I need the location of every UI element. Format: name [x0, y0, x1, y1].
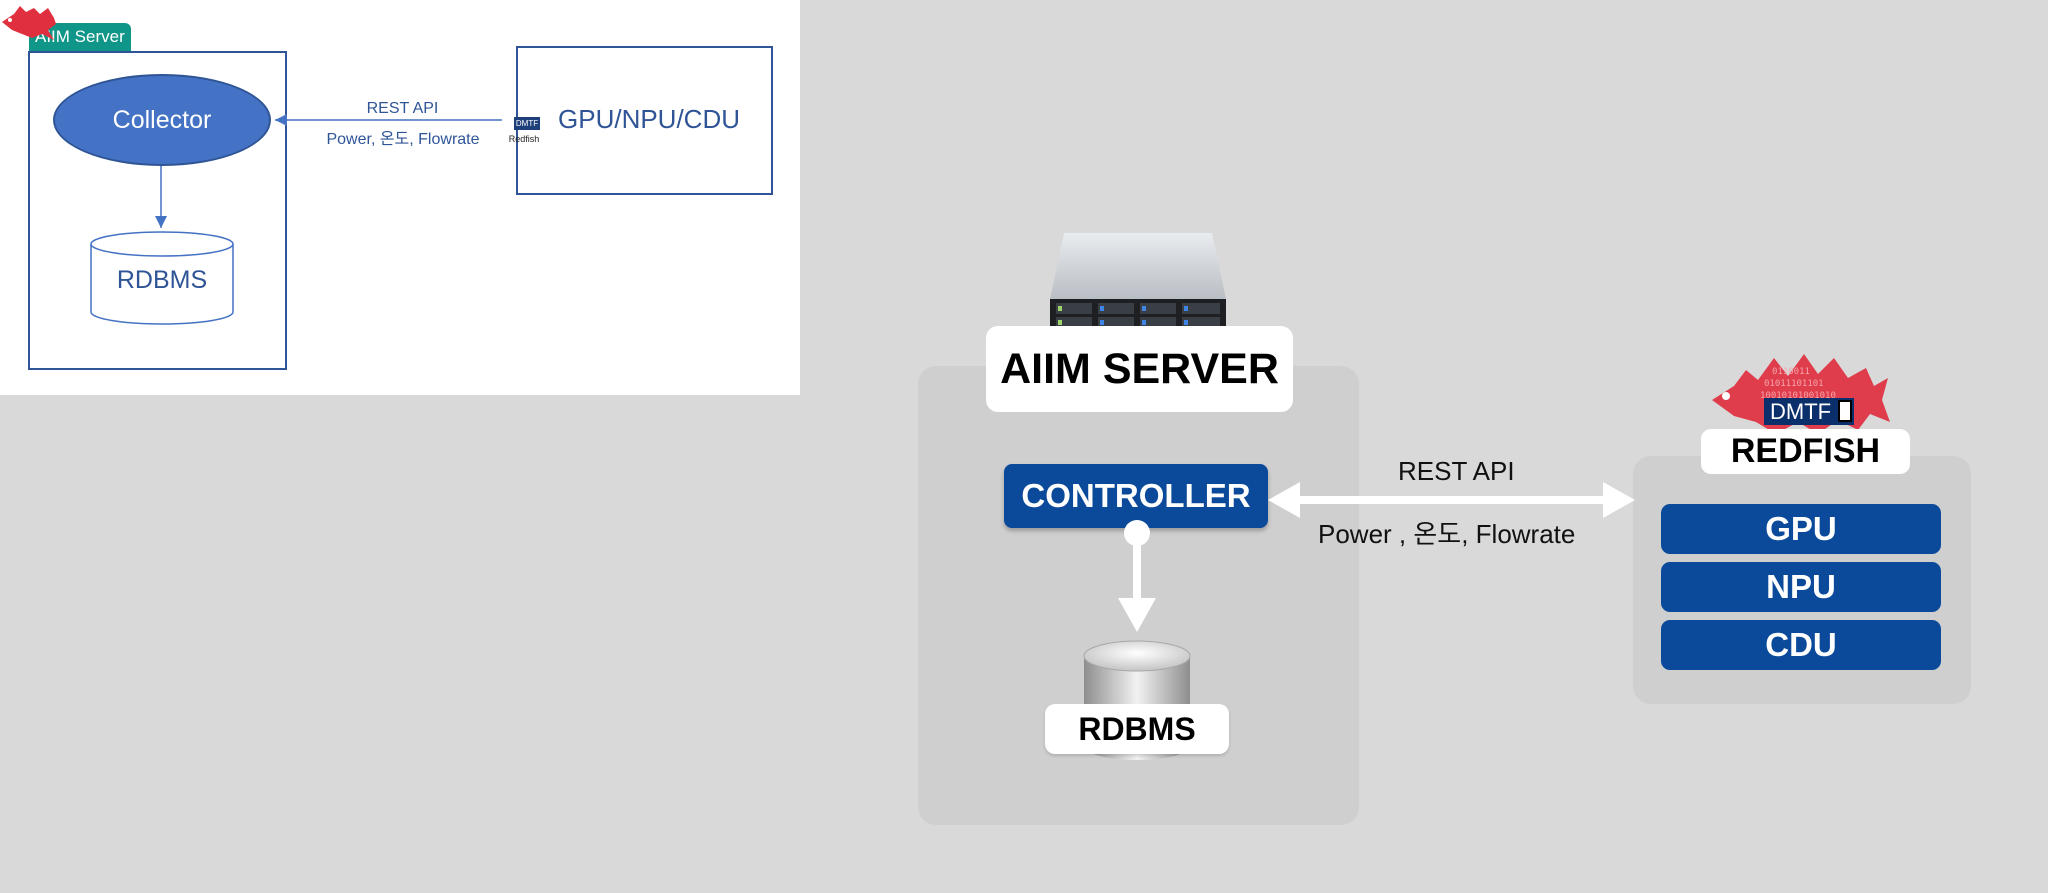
- rest-api-label: REST API: [1398, 456, 1515, 486]
- database-cylinder-icon: [90, 231, 234, 325]
- collector-node: Collector: [53, 74, 271, 166]
- dmtf-badge-text: DMTF: [1770, 399, 1832, 424]
- rdbms-label: RDBMS: [1045, 704, 1229, 754]
- device-npu: NPU: [1661, 562, 1941, 612]
- redfish-title: REDFISH: [1701, 429, 1910, 474]
- sketch-connectors: [90, 114, 502, 325]
- redfish-small-logo-icon: [2, 6, 56, 40]
- sketch-tab-label: AIIM Server: [29, 23, 131, 51]
- aiim-server-title: AIIM SERVER: [986, 326, 1293, 412]
- svg-text:10010101001010: 10010101001010: [1760, 391, 1836, 401]
- controller-node: CONTROLLER: [1004, 464, 1268, 528]
- svg-text:01011101101: 01011101101: [1764, 379, 1824, 389]
- sketch-redfish-label: Redfish: [508, 134, 540, 144]
- sketch-rdbms-label: RDBMS: [116, 266, 208, 294]
- device-cdu: CDU: [1661, 620, 1941, 670]
- svg-text:0110011: 0110011: [1772, 367, 1810, 377]
- device-gpu: GPU: [1661, 504, 1941, 554]
- aiim-server-box: [28, 51, 287, 370]
- sketch-target-label: GPU/NPU/CDU: [558, 104, 741, 134]
- metrics-label: Power , 온도, Flowrate: [1318, 519, 1576, 549]
- sketch-dmtf-badge: DMTF: [514, 117, 540, 130]
- sketch-panel: AIIM Server Collector RDBMS REST API Pow…: [0, 0, 800, 395]
- sketch-api-label: REST API: [366, 100, 439, 117]
- dmtf-badge: DMTF: [1764, 398, 1854, 425]
- arrowhead-right: [1603, 482, 1635, 518]
- document-icon: [1838, 400, 1852, 422]
- redfish-logo-icon: 0110011 01011101101 10010101001010 01011…: [1712, 354, 1890, 434]
- sketch-metrics-label: Power, 온도, Flowrate: [326, 131, 480, 148]
